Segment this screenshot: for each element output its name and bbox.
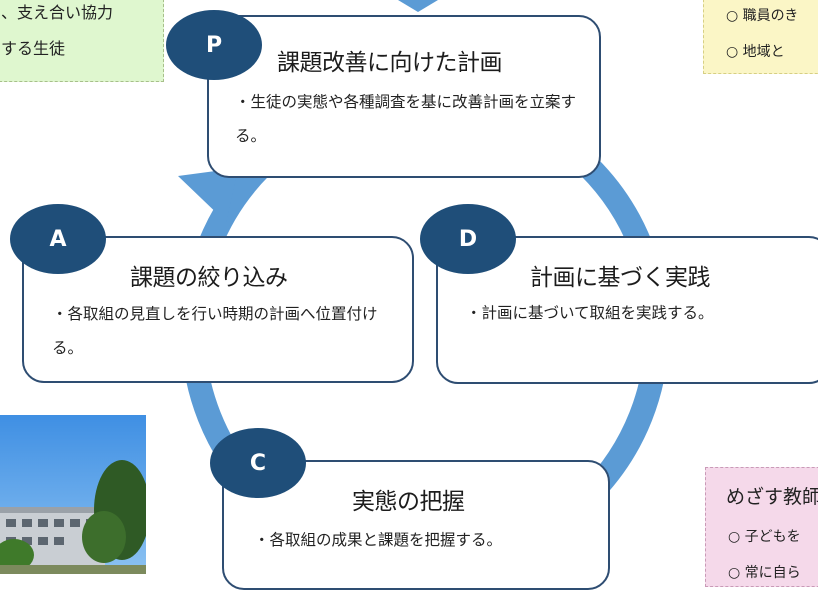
note-line: ○ 常に自ら — [728, 565, 801, 581]
note-school-goals: ○ 職員のき ○ 地域と — [703, 0, 818, 74]
note-line: 、支え合い協力 — [1, 3, 114, 22]
note-line: する生徒 — [1, 39, 66, 58]
note-title: めざす教師 — [726, 486, 818, 508]
do-title: 計画に基づく実践 — [530, 265, 711, 291]
note-target-teacher: めざす教師 ○ 子どもを ○ 常に自ら — [705, 467, 818, 587]
check-badge: C — [210, 428, 306, 498]
plan-description: ・生徒の実態や各種調査を基に改善計画を立案する。 — [235, 93, 577, 145]
check-description: ・各取組の成果と課題を把握する。 — [254, 531, 503, 549]
incoming-arrow-head — [398, 0, 438, 12]
arrow-to-plan-head — [178, 168, 238, 222]
act-description: ・各取組の見直しを行い時期の計画へ位置付ける。 — [52, 305, 378, 357]
note-line: ○ 子どもを — [728, 529, 801, 545]
act-title: 課題の絞り込み — [130, 265, 288, 291]
note-line: ○ 職員のき — [726, 8, 799, 24]
plan-title: 課題改善に向けた計画 — [277, 50, 503, 76]
check-title: 実態の把握 — [352, 489, 465, 515]
note-target-students: 、支え合い協力 する生徒 — [0, 0, 164, 82]
plan-badge: P — [166, 10, 262, 80]
school-photo — [0, 415, 146, 574]
act-badge: A — [10, 204, 106, 274]
do-description: ・計画に基づいて取組を実践する。 — [466, 304, 714, 322]
note-line: ○ 地域と — [726, 44, 785, 60]
do-badge: D — [420, 204, 516, 274]
plan-box: 課題改善に向けた計画 ・生徒の実態や各種調査を基に改善計画を立案する。 — [207, 15, 601, 178]
school-building-photo-icon — [0, 415, 146, 574]
